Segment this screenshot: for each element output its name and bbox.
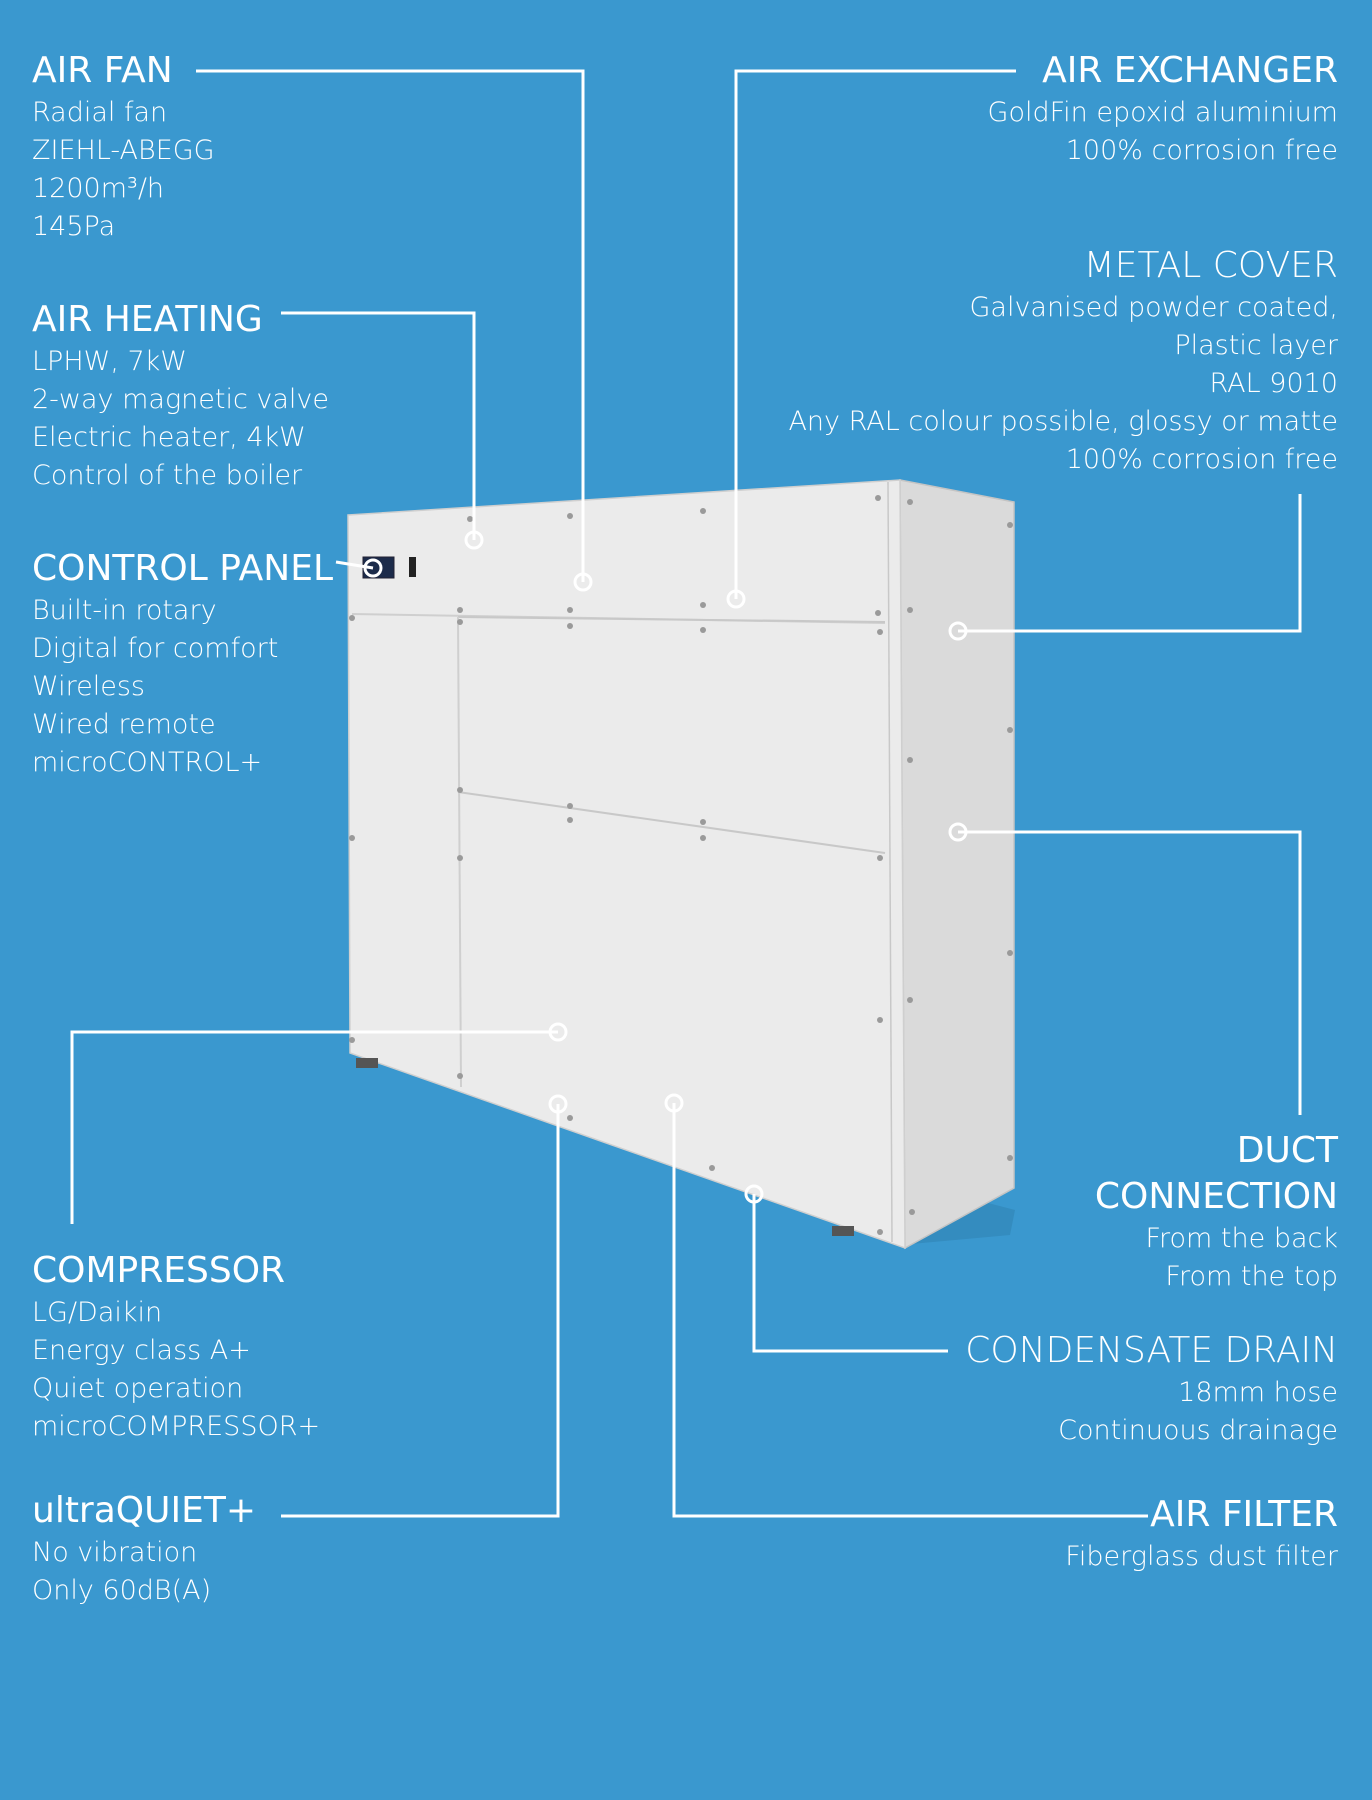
leader-air-filter [672,1103,1148,1518]
label-line: 100% corrosion free [1065,444,1338,475]
label-air-heating: AIR HEATING LPHW, 7kW 2-way magnetic val… [32,297,672,495]
unit-foot-left [356,1058,378,1068]
label-air-filter: AIR FILTER Fiberglass dust filter [698,1492,1338,1576]
label-line: RAL 9010 [1209,368,1338,399]
label-line: From the back [1145,1223,1338,1254]
label-line: ZIEHL-ABEGG [32,135,215,166]
anchor-ultraquiet [548,1094,568,1114]
label-line: LPHW, 7kW [32,346,187,377]
anchor-control-panel [363,558,383,578]
anchor-air-fan [573,572,593,592]
unit-foot-right [832,1226,854,1236]
label-line: Quiet operation [32,1373,244,1404]
leader-ultraquiet [281,1104,560,1518]
leader-air-exchanger [734,69,1016,599]
anchor-air-exchanger [726,589,746,609]
unit-front-face [347,479,906,1250]
label-line: Wireless [32,671,145,702]
label-duct-connection: DUCT CONNECTION From the back From the t… [698,1128,1338,1296]
label-title: AIR EXCHANGER [1042,50,1338,91]
anchor-dots [363,530,968,1204]
label-line: From the top [1165,1261,1338,1292]
label-line: Wired remote [32,709,216,740]
label-line: 1200m³/h [32,173,165,204]
label-line: Only 60dB(A) [32,1575,212,1606]
label-air-fan: AIR FAN Radial fan ZIEHL-ABEGG 1200m³/h … [32,48,672,246]
leader-air-heating [281,311,476,540]
anchor-air-heating [464,530,484,550]
label-line: 145Pa [32,211,116,242]
leader-metal-cover [958,494,1302,633]
label-line: Any RAL colour possible, glossy or matte [788,406,1338,437]
label-line: Energy class A+ [32,1335,251,1366]
leader-condensate-drain [752,1194,948,1353]
label-air-exchanger: AIR EXCHANGER GoldFin epoxid aluminium 1… [698,48,1338,170]
label-control-panel: CONTROL PANEL Built-in rotary Digital fo… [32,546,672,782]
label-title: AIR HEATING [32,299,263,340]
label-line: Continuous drainage [1058,1415,1338,1446]
label-line: Radial fan [32,97,168,128]
label-ultraquiet: ultraQUIET+ No vibration Only 60dB(A) [32,1488,672,1610]
label-line: Built-in rotary [32,595,217,626]
label-title-line2: CONNECTION [1094,1176,1338,1217]
label-title: AIR FAN [32,50,173,91]
leader-air-fan [196,69,585,582]
label-line: No vibration [32,1537,198,1568]
label-line: 2-way magnetic valve [32,384,330,415]
label-compressor: COMPRESSOR LG/Daikin Energy class A+ Qui… [32,1248,672,1446]
label-title: METAL COVER [1083,245,1338,286]
anchor-metal-cover [948,621,968,641]
label-line: GoldFin epoxid aluminium [987,97,1338,128]
anchor-air-filter [664,1093,684,1113]
label-condensate-drain: CONDENSATE DRAIN 18mm hose Continuous dr… [698,1328,1338,1450]
leader-lines [70,69,1302,1518]
label-line: Electric heater, 4kW [32,422,306,453]
panel-seam-middle [457,791,886,854]
label-line: Control of the boiler [32,460,303,491]
label-line: 18mm hose [1178,1377,1338,1408]
leader-control-panel [335,560,374,570]
label-title: CONTROL PANEL [32,548,334,589]
panel-seam-vertical [457,616,462,1088]
leader-compressor [70,1030,558,1224]
label-line: microCONTROL+ [32,747,263,778]
label-title: CONDENSATE DRAIN [965,1330,1338,1371]
anchor-condensate-drain [744,1184,764,1204]
panel-seam-upper [457,616,886,623]
label-title: AIR FILTER [1150,1494,1338,1535]
anchor-compressor [548,1022,568,1042]
label-metal-cover: METAL COVER Galvanised powder coated, Pl… [698,243,1338,479]
control-panel-knob [409,557,416,577]
label-line: Galvanised powder coated, [969,292,1338,323]
label-title: COMPRESSOR [32,1250,286,1291]
label-line: Fiberglass dust filter [1065,1541,1338,1572]
label-title: ultraQUIET+ [32,1490,256,1531]
label-line: LG/Daikin [32,1297,163,1328]
anchor-duct-connection [948,822,968,842]
label-line: microCOMPRESSOR+ [32,1411,321,1442]
label-line: 100% corrosion free [1065,135,1338,166]
label-line: Plastic layer [1174,330,1338,361]
label-title: DUCT [1236,1130,1338,1171]
leader-duct-connection [958,830,1302,1115]
label-line: Digital for comfort [32,633,279,664]
unit-screws [349,495,1013,1235]
panel-seam-front-edge [887,481,893,1243]
